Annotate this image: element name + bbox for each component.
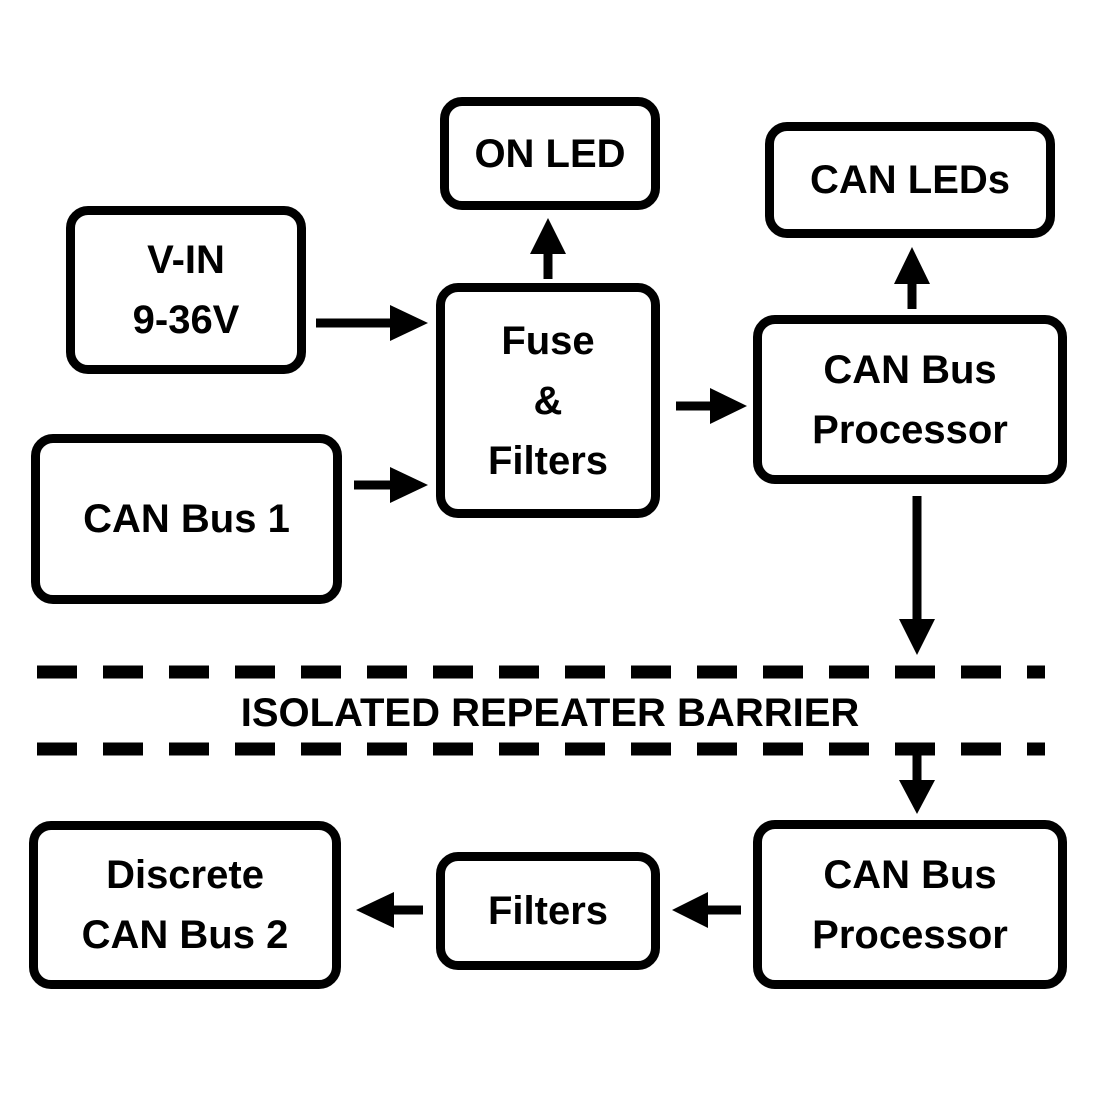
fuse-filters-block: Fuse & Filters — [436, 283, 660, 518]
can-leds-block: CAN LEDs — [765, 122, 1055, 238]
arrow-vin-to-fuse — [316, 305, 428, 341]
arrow-processor-to-barrier — [899, 496, 935, 655]
arrow-barrier-to-processor — [899, 754, 935, 814]
processor-top-line1: CAN Bus — [823, 347, 997, 392]
fuse-label-line3: Filters — [487, 438, 609, 483]
filters-block: Filters — [436, 852, 660, 970]
processor-bottom-line2: Processor — [812, 912, 1008, 957]
vin-block: V-IN 9-36V — [66, 206, 306, 374]
arrow-canbus1-to-fuse — [354, 467, 428, 503]
can-bus-processor-bottom-block: CAN Bus Processor — [753, 820, 1067, 989]
processor-bottom-line1: CAN Bus — [823, 852, 997, 897]
arrow-fuse-to-processor — [676, 388, 747, 424]
barrier-label: ISOLATED REPEATER BARRIER — [240, 691, 860, 735]
arrow-processor-to-filters — [672, 892, 741, 928]
filters-label: Filters — [487, 889, 609, 933]
discrete-label-line1: Discrete — [106, 853, 264, 897]
discrete-label-line2: CAN Bus 2 — [81, 913, 289, 957]
vin-label-line1: V-IN — [147, 238, 225, 282]
can-bus-1-block: CAN Bus 1 — [31, 434, 342, 604]
arrow-processor-to-canleds — [894, 247, 930, 309]
fuse-label-line1: Fuse — [501, 318, 595, 363]
fuse-label-line2: & — [533, 378, 563, 423]
vin-label-line2: 9-36V — [132, 298, 240, 342]
on-led-block: ON LED — [440, 97, 660, 210]
arrow-filters-to-discrete — [356, 892, 423, 928]
on-led-label: ON LED — [474, 131, 626, 176]
can-leds-label: CAN LEDs — [809, 158, 1011, 202]
arrow-fuse-to-onled — [530, 218, 566, 279]
processor-top-line2: Processor — [812, 407, 1008, 452]
discrete-can-bus-2-block: Discrete CAN Bus 2 — [29, 821, 341, 989]
can-bus-1-label: CAN Bus 1 — [83, 497, 290, 541]
can-bus-processor-top-block: CAN Bus Processor — [753, 315, 1067, 484]
